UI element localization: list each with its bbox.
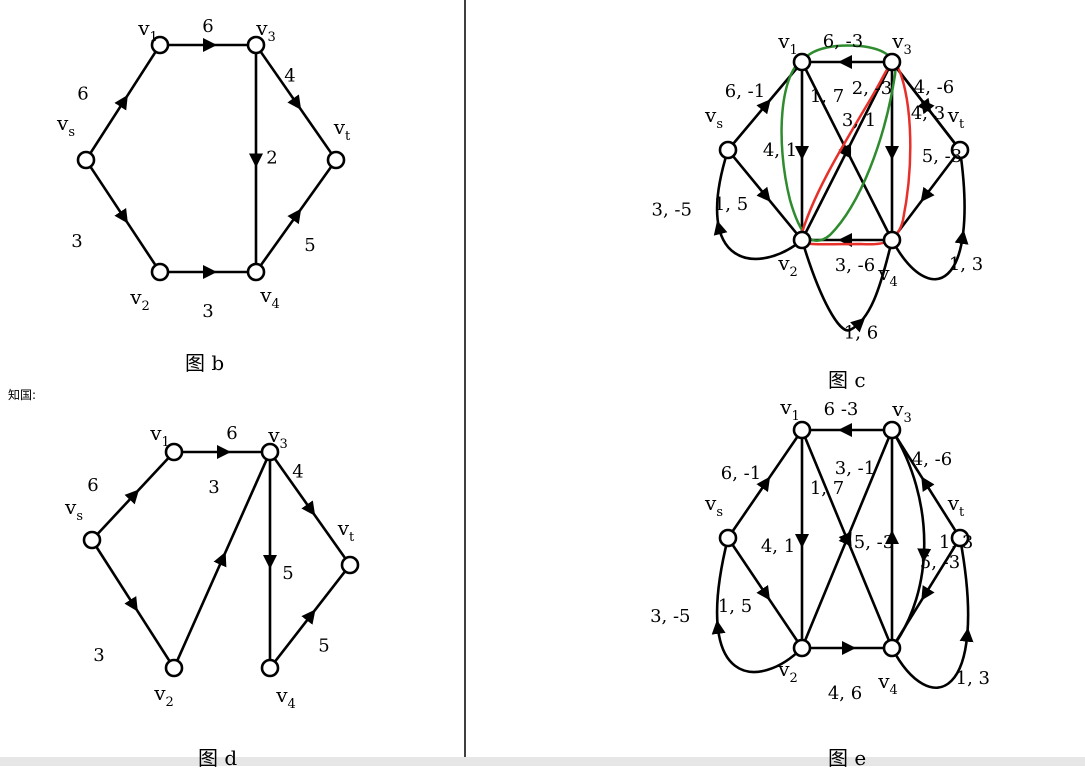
edge-label: 4, 1 — [763, 140, 797, 161]
edge-label: 4, 6 — [828, 683, 862, 704]
edge-label: 4, -6 — [914, 77, 954, 98]
edge-label: 6 -3 — [824, 399, 859, 420]
edge-label: 1, 6 — [844, 322, 878, 343]
node-c-v3 — [884, 54, 900, 70]
node-d-v4 — [262, 660, 278, 676]
edge-label: 1, 5 — [718, 596, 752, 617]
node-label: v1 — [777, 29, 798, 58]
caption-b: 图 b — [185, 347, 224, 376]
edge-label: 4, 3 — [911, 103, 945, 124]
node-e-v1 — [794, 422, 810, 438]
node-label: vt — [337, 516, 355, 545]
edge-label: 3, -5 — [650, 606, 690, 627]
node-b-vs — [78, 152, 94, 168]
edge-label: 1, 3 — [939, 532, 973, 553]
edge-label: 1, 3 — [949, 254, 983, 275]
edge-label: 3 — [71, 231, 82, 252]
edge-label: 1, 7 — [810, 478, 844, 499]
edge-label: 6, -3 — [823, 31, 863, 52]
node-label: vs — [64, 495, 83, 524]
edge-label: 4 — [292, 462, 303, 483]
node-label: v4 — [877, 669, 898, 698]
node-label: v4 — [259, 283, 280, 312]
edge-label: 6, -1 — [725, 81, 765, 102]
edge-label: 3, 1 — [842, 110, 876, 131]
edge-arrowhead — [925, 190, 930, 196]
edge-arrowhead — [306, 615, 311, 621]
node-label: v1 — [149, 421, 170, 450]
edge-arrowhead — [719, 227, 720, 231]
edge-label: 5, -3 — [854, 532, 894, 553]
caption-c: 图 c — [828, 364, 866, 393]
edge-label: 4, 1 — [761, 536, 795, 557]
node-e-v4 — [884, 640, 900, 656]
edge-arrowhead — [762, 482, 767, 489]
edge-label: 3, -5 — [652, 200, 692, 221]
node-label: vt — [947, 103, 965, 132]
node-d-vs — [84, 532, 100, 548]
edge-label: 3, -1 — [835, 458, 875, 479]
edge-label: 5 — [282, 563, 293, 584]
caption-d: 图 d — [198, 742, 237, 771]
edge-label: 3 — [93, 645, 104, 666]
edge-label: 3 — [202, 301, 213, 322]
node-label: v4 — [275, 683, 296, 712]
node-c-v2 — [794, 232, 810, 248]
node-label: vt — [333, 115, 351, 144]
edge-arrowhead — [718, 627, 719, 631]
node-label: v2 — [777, 657, 798, 686]
edge-label: 4, -6 — [912, 449, 952, 470]
node-label: vs — [704, 103, 723, 132]
node-b-v4 — [248, 264, 264, 280]
node-label: vs — [704, 491, 723, 520]
edge-arrowhead — [129, 495, 134, 501]
node-label: v1 — [137, 16, 158, 45]
node-b-vt — [328, 152, 344, 168]
node-c-v4 — [884, 232, 900, 248]
edge-label: 3 — [208, 477, 219, 498]
edge-arrowhead — [761, 104, 766, 110]
node-d-v2 — [166, 660, 182, 676]
node-e-v3 — [884, 422, 900, 438]
edge-label: 5 — [318, 636, 329, 657]
edge-label: 6 — [77, 84, 88, 105]
node-label: v2 — [129, 285, 150, 314]
bottom-bar — [0, 757, 1085, 766]
edge-label: 6 — [202, 16, 213, 37]
edge-arrowhead — [307, 504, 312, 511]
edge-c-v2-v4 — [802, 240, 892, 330]
edge-label: 2 — [266, 148, 277, 169]
edge-label: 3, -6 — [835, 255, 875, 276]
edge-arrowhead — [293, 214, 298, 221]
edge-label: 6, -1 — [721, 463, 761, 484]
node-label: v1 — [779, 395, 800, 424]
node-d-vt — [342, 557, 358, 573]
edge-label: 6 — [226, 423, 237, 444]
edge-label: 1, 3 — [956, 668, 990, 689]
diagram-d — [96, 452, 345, 662]
edge-label: 1, 7 — [810, 86, 844, 107]
edge-label: 5 — [304, 235, 315, 256]
node-label: v2 — [777, 251, 798, 280]
node-b-v2 — [152, 264, 168, 280]
edge-label: 4 — [284, 66, 295, 87]
node-e-vs — [720, 530, 736, 546]
node-e-v2 — [794, 640, 810, 656]
edge-label: 6 — [87, 475, 98, 496]
edge-arrowhead — [293, 98, 298, 105]
edge-label: 5, -3 — [920, 552, 960, 573]
edge-label: 2, -3 — [852, 78, 892, 99]
node-c-vs — [720, 142, 736, 158]
edge-arrowhead — [845, 537, 848, 544]
caption-e: 图 e — [828, 742, 866, 771]
edge-label: 1, 5 — [714, 194, 748, 215]
edge-arrowhead — [761, 190, 766, 196]
node-label: vs — [56, 111, 75, 140]
edge-arrowhead — [962, 237, 963, 241]
edge-label: 5, -3 — [922, 146, 962, 167]
node-label: v2 — [153, 681, 174, 710]
node-label: vt — [947, 491, 965, 520]
